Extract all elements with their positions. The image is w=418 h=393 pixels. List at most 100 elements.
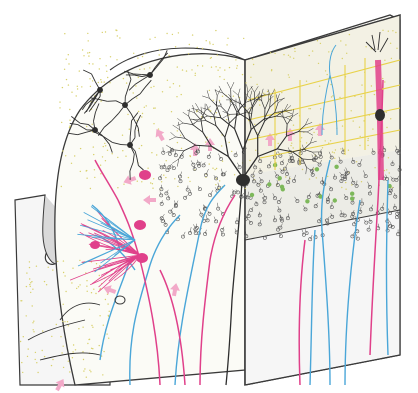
stipple-dot xyxy=(302,169,303,170)
stipple-dot xyxy=(89,78,90,79)
stipple-dot xyxy=(80,148,81,149)
stipple-dot xyxy=(331,96,332,97)
stipple-dot xyxy=(390,118,391,119)
stipple-dot xyxy=(91,292,92,293)
stipple-dot xyxy=(89,63,90,64)
stipple-dot xyxy=(116,30,117,31)
stipple-dot xyxy=(330,84,331,85)
cell-process xyxy=(133,74,141,75)
stipple-dot xyxy=(361,96,362,97)
stipple-dot xyxy=(181,148,182,149)
stipple-dot xyxy=(217,54,218,55)
stipple-dot xyxy=(313,132,314,133)
stipple-dot xyxy=(117,35,118,36)
stipple-dot xyxy=(289,116,290,117)
stipple-dot xyxy=(153,86,154,87)
stipple-dot xyxy=(154,37,155,38)
stipple-dot xyxy=(91,348,92,349)
stipple-dot xyxy=(138,77,139,78)
stipple-dot xyxy=(149,67,150,68)
stipple-dot xyxy=(100,165,101,166)
stipple-dot xyxy=(335,149,336,150)
stipple-dot xyxy=(29,261,30,262)
stipple-dot xyxy=(92,327,93,328)
stipple-dot xyxy=(237,65,238,66)
stipple-dot xyxy=(98,82,99,83)
stipple-dot xyxy=(42,330,43,331)
stipple-dot xyxy=(222,96,223,97)
stipple-dot xyxy=(30,286,31,287)
stipple-dot xyxy=(64,33,65,34)
stipple-dot xyxy=(209,41,210,42)
stipple-dot xyxy=(288,55,289,56)
stipple-dot xyxy=(152,183,153,184)
stipple-dot xyxy=(135,85,136,86)
stipple-dot xyxy=(51,365,52,366)
stipple-dot xyxy=(159,54,160,55)
stipple-dot xyxy=(388,157,389,158)
basket-cell xyxy=(250,193,254,197)
stipple-dot xyxy=(139,148,140,149)
stipple-dot xyxy=(361,181,362,182)
stipple-dot xyxy=(229,67,230,68)
stipple-dot xyxy=(293,58,294,59)
stipple-dot xyxy=(99,345,100,346)
stipple-dot xyxy=(86,126,87,127)
stipple-dot xyxy=(78,328,79,329)
stipple-dot xyxy=(125,156,126,157)
stipple-dot xyxy=(117,157,118,158)
stipple-dot xyxy=(215,30,216,31)
stipple-dot xyxy=(26,315,27,316)
stipple-dot xyxy=(116,59,117,60)
stipple-dot xyxy=(189,44,190,45)
stipple-dot xyxy=(289,77,290,78)
stipple-dot xyxy=(313,168,314,169)
stipple-dot xyxy=(243,38,244,39)
stipple-dot xyxy=(102,32,103,33)
stipple-dot xyxy=(253,64,254,65)
stipple-dot xyxy=(93,289,94,290)
stipple-dot xyxy=(153,178,154,179)
stipple-dot xyxy=(151,152,152,153)
stipple-dot xyxy=(342,58,343,59)
stipple-dot xyxy=(263,93,264,94)
cell-soma xyxy=(123,103,128,108)
stipple-dot xyxy=(353,120,354,121)
stipple-dot xyxy=(63,346,64,347)
stipple-dot xyxy=(259,100,260,101)
stipple-dot xyxy=(137,57,138,58)
stipple-dot xyxy=(202,65,203,66)
stipple-dot xyxy=(78,286,79,287)
stipple-dot xyxy=(340,148,341,149)
stipple-dot xyxy=(86,286,87,287)
stipple-dot xyxy=(267,91,268,92)
stipple-dot xyxy=(216,112,217,113)
stipple-dot xyxy=(76,288,77,289)
stipple-dot xyxy=(57,261,58,262)
stipple-dot xyxy=(68,361,69,362)
stipple-dot xyxy=(23,336,24,337)
stipple-dot xyxy=(84,368,85,369)
stipple-dot xyxy=(129,129,130,130)
stipple-dot xyxy=(86,280,87,281)
stipple-dot xyxy=(249,160,250,161)
stipple-dot xyxy=(319,86,320,87)
stipple-dot xyxy=(21,362,22,363)
stipple-dot xyxy=(226,119,227,120)
stipple-dot xyxy=(110,56,111,57)
stipple-dot xyxy=(382,78,383,79)
stipple-dot xyxy=(212,168,213,169)
stipple-dot xyxy=(69,120,70,121)
stipple-dot xyxy=(62,321,63,322)
stipple-dot xyxy=(27,356,28,357)
stipple-dot xyxy=(310,108,311,109)
stipple-dot xyxy=(367,140,368,141)
stipple-dot xyxy=(192,34,193,35)
stipple-dot xyxy=(82,351,83,352)
stipple-dot xyxy=(229,142,230,143)
stipple-dot xyxy=(94,177,95,178)
stipple-dot xyxy=(83,370,84,371)
stipple-dot xyxy=(171,111,172,112)
stipple-dot xyxy=(141,116,142,117)
stipple-dot xyxy=(99,58,100,59)
